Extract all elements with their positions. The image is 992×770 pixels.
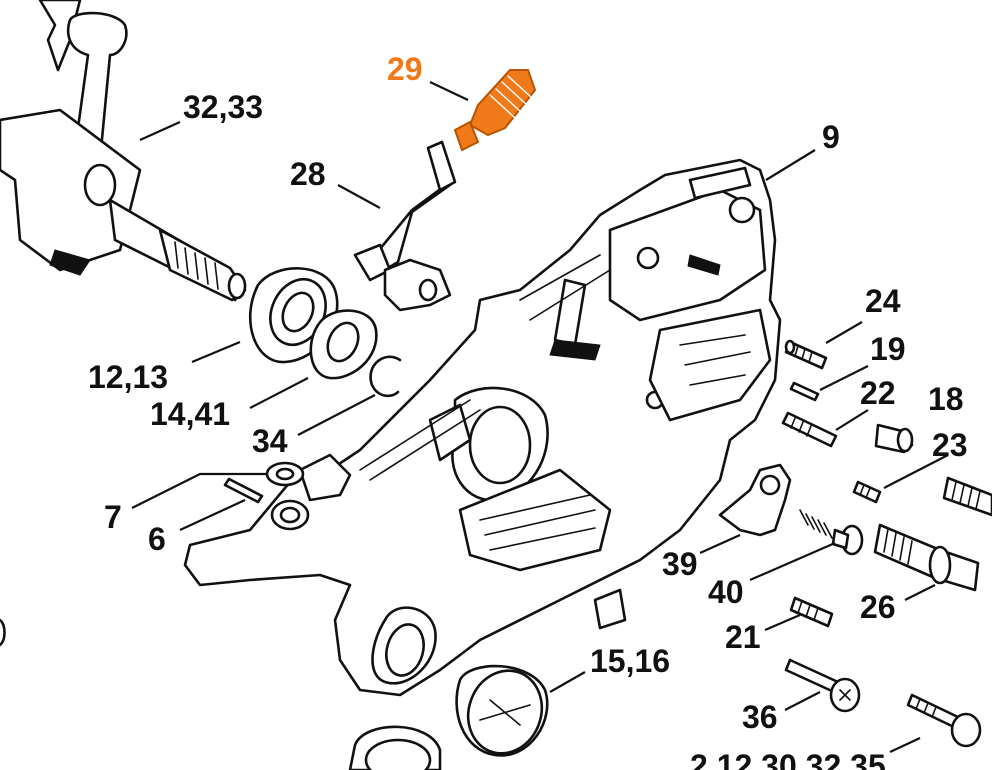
label-bottom-group: 2,12,30,32,35 (690, 748, 886, 770)
label-24: 24 (865, 283, 901, 319)
label-21: 21 (725, 619, 761, 655)
label-26: 26 (860, 589, 896, 625)
part-18-bushing[interactable] (874, 423, 914, 454)
part-29-highlighted[interactable] (453, 69, 537, 152)
label-18: 18 (928, 381, 964, 417)
part-24-pin[interactable] (784, 339, 828, 370)
crankcase-housing-part[interactable] (183, 158, 782, 697)
part-22-pin[interactable] (781, 411, 838, 448)
label-7: 7 (104, 499, 122, 535)
pin-part[interactable] (223, 477, 264, 504)
crankshaft-part[interactable] (0, 0, 247, 302)
circlip-part[interactable] (369, 355, 402, 398)
label-34: 34 (252, 423, 288, 459)
label-40: 40 (708, 574, 744, 610)
label-23: 23 (932, 427, 968, 463)
part-number-labels: 29 32,33 28 9 24 19 22 18 23 12,13 14,41… (88, 51, 968, 770)
cover-cap-part-lower[interactable] (348, 725, 442, 770)
label-22: 22 (860, 375, 896, 411)
label-9: 9 (822, 119, 840, 155)
oil-pickup-part[interactable] (353, 140, 457, 312)
part-21-pin[interactable] (789, 596, 834, 628)
part-bolt-right-edge[interactable] (942, 476, 992, 517)
part-bottom-bolt[interactable] (906, 693, 982, 748)
label-6: 6 (148, 521, 166, 557)
part-39-bracket[interactable] (718, 463, 792, 537)
label-32-33: 32,33 (183, 89, 263, 125)
cover-cap-part[interactable] (455, 660, 554, 764)
oil-seal-part[interactable] (309, 309, 378, 380)
label-39: 39 (662, 546, 698, 582)
part-19-screw[interactable] (789, 381, 820, 402)
part-40-spring[interactable] (799, 509, 864, 556)
label-14-41: 14,41 (150, 396, 230, 432)
label-36: 36 (742, 699, 778, 735)
part-left-edge-fragment (0, 618, 6, 647)
part-26-bolt[interactable] (873, 523, 980, 592)
label-19: 19 (870, 331, 906, 367)
part-36-bolt[interactable] (784, 658, 861, 713)
label-12-13: 12,13 (88, 359, 168, 395)
part-23-pin[interactable] (852, 480, 882, 504)
label-28: 28 (290, 156, 326, 192)
washer-part[interactable] (265, 461, 305, 487)
label-15-16: 15,16 (590, 643, 670, 679)
label-29: 29 (387, 51, 423, 87)
leader-lines (131, 81, 949, 753)
